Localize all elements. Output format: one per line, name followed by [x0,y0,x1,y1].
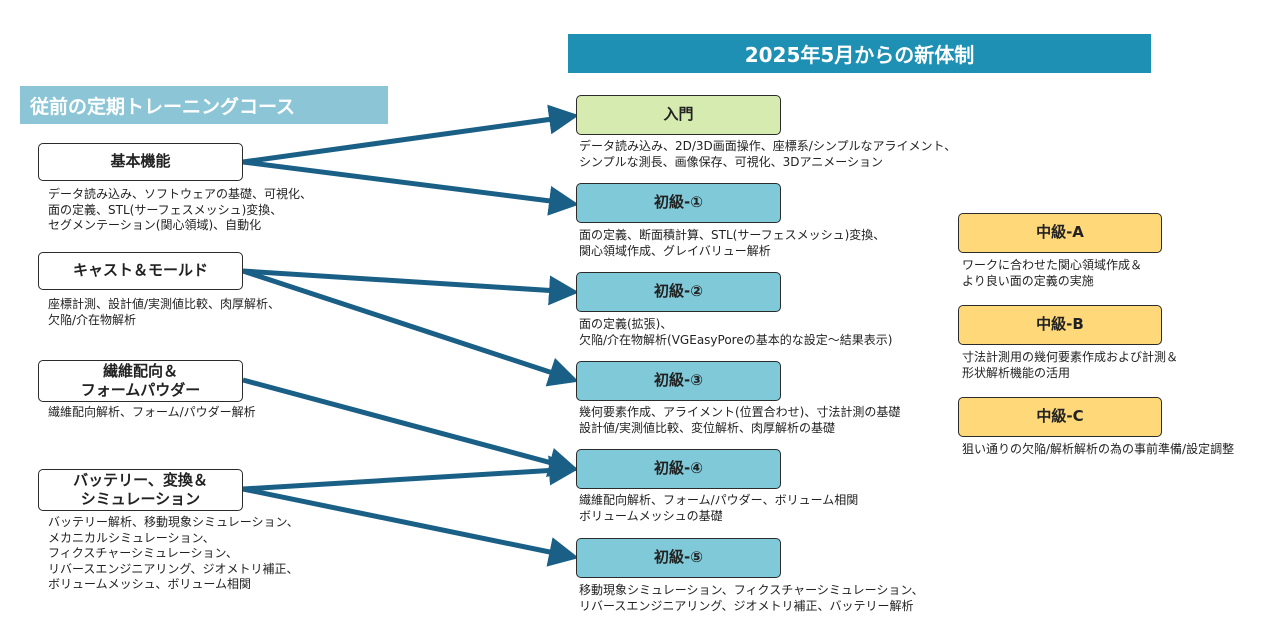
old-course-cast-mold-desc: 座標計測、設計値/実測値比較、肉厚解析、 欠陥/介在物解析 [48,297,281,327]
mid-course-b: 中級-B [958,305,1162,345]
new-course-intro-desc: データ読み込み、2D/3D画面操作、座標系/シンプルなアライメント、 シンプルな… [579,139,957,169]
new-course-beginner-2: 初級-② [576,272,781,312]
arrow-cast-to-beginner-2 [242,268,579,306]
new-course-beginner-5-desc: 移動現象シミュレーション、フィクスチャーシミュレーション、 リバースエンジニアリ… [579,583,924,613]
arrow-battery-to-beginner-4 [242,455,579,492]
arrow-fiber-to-beginner-4 [242,377,579,477]
old-courses-banner: 従前の定期トレーニングコース [20,86,388,124]
mid-course-b-desc: 寸法計測用の幾何要素作成および計測＆ 形状解析機能の活用 [962,350,1179,380]
new-course-beginner-5: 初級-⑤ [576,538,781,578]
mid-course-a: 中級-A [958,213,1162,253]
new-course-beginner-3: 初級-③ [576,361,781,401]
old-course-cast-mold: キャスト＆モールド [38,252,243,290]
mid-course-a-desc: ワークに合わせた関心領域作成＆ より良い面の定義の実施 [962,258,1143,288]
arrow-basic-to-beginner-1 [242,159,579,216]
new-course-beginner-4-desc: 繊維配向解析、フォーム/パウダー、ボリューム相関 ボリュームメッシュの基礎 [579,493,859,523]
arrow-basic-to-intro [242,104,579,165]
new-system-banner: 2025年5月からの新体制 [568,34,1151,73]
new-course-beginner-1-desc: 面の定義、断面積計算、STL(サーフェスメッシュ)変換、 関心領域作成、グレイバ… [579,228,886,258]
arrow-cast-to-beginner-3 [242,268,579,387]
new-course-beginner-2-desc: 面の定義(拡張)、 欠陥/介在物解析(VGEasyPoreの基本的な設定～結果表… [579,317,893,347]
old-course-fiber-foam-desc: 繊維配向解析、フォーム/パウダー解析 [48,405,256,419]
new-course-beginner-4: 初級-④ [576,449,781,489]
old-course-fiber-foam: 繊維配向＆ フォームパウダー [38,360,243,402]
old-course-battery-sim: バッテリー、変換＆ シミュレーション [38,469,243,511]
mid-course-c: 中級-C [958,397,1162,437]
mid-course-c-desc: 狙い通りの欠陥/解析解析の為の事前準備/設定調整 [962,442,1235,456]
old-course-battery-sim-desc: バッテリー解析、移動現象シミュレーション、 メカニカルシミュレーション、 フィク… [48,515,299,591]
old-course-basic-desc: データ読み込み、ソフトウェアの基礎、可視化、 面の定義、STL(サーフェスメッシ… [48,187,313,232]
arrow-battery-to-beginner-5 [242,486,579,567]
new-course-beginner-1: 初級-① [576,183,781,223]
new-course-intro: 入門 [576,95,781,135]
old-course-basic: 基本機能 [38,143,243,181]
new-course-beginner-3-desc: 幾何要素作成、アライメント(位置合わせ)、寸法計測の基礎 設計値/実測値比較、変… [579,405,901,435]
